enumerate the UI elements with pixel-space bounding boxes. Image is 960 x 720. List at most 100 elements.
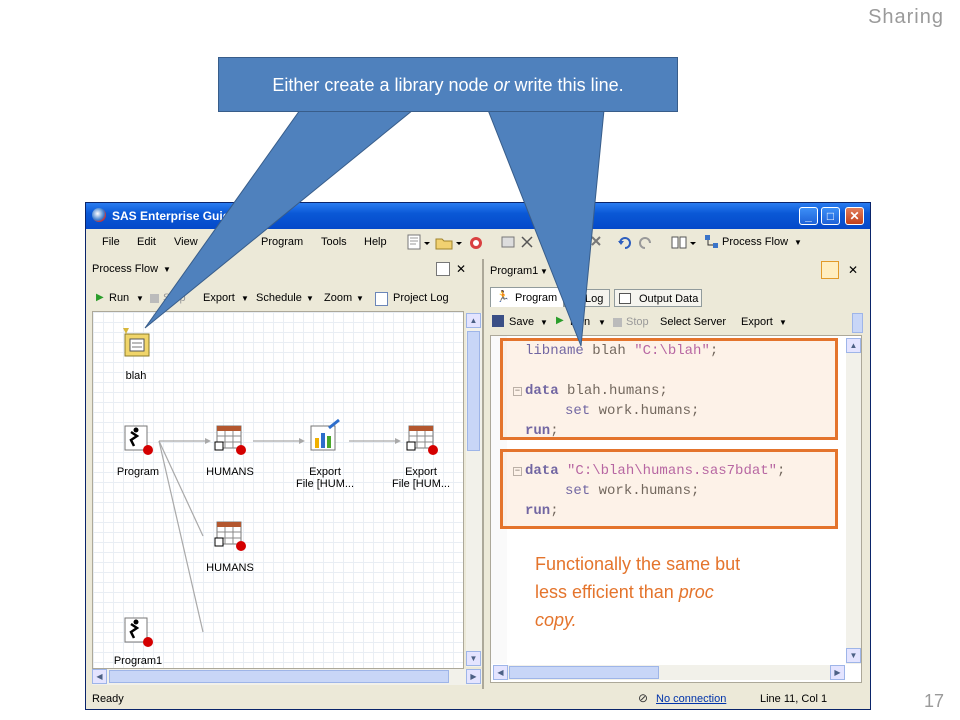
- select-server-button[interactable]: Select Server: [660, 316, 727, 328]
- humans-node-label: HUMANS: [206, 466, 254, 478]
- maximize-button[interactable]: □: [821, 207, 840, 225]
- process-flow-header: Process Flow ▼ ✕: [88, 259, 466, 281]
- export-file-icon[interactable]: [307, 418, 343, 456]
- export2-node-label-line1: Export: [405, 466, 437, 478]
- flow-connectors: [158, 438, 401, 633]
- menu-edit[interactable]: Edit: [137, 236, 156, 248]
- code-line-data1: data blah.humans;: [525, 383, 668, 399]
- scroll-right-icon[interactable]: ▶: [830, 665, 845, 680]
- code-editor[interactable]: libname blah "C:\blah"; − data blah.huma…: [490, 335, 862, 683]
- status-ready: Ready: [92, 693, 124, 705]
- export-button[interactable]: Export: [203, 292, 235, 304]
- chevron-down-icon[interactable]: ▼: [241, 294, 249, 303]
- collapse-icon[interactable]: −: [513, 386, 522, 396]
- export-button[interactable]: Export: [741, 316, 773, 328]
- pin-icon[interactable]: [436, 262, 450, 276]
- explanation-note: Functionally the same but less efficient…: [535, 550, 805, 634]
- export2-node-label-line2: File [HUM...: [391, 478, 451, 490]
- code-line-set1: set work.humans;: [565, 403, 700, 419]
- program-node-icon[interactable]: [121, 422, 155, 456]
- chevron-down-icon[interactable]: ▼: [163, 265, 171, 274]
- pin-icon[interactable]: [821, 261, 839, 279]
- chevron-down-icon[interactable]: ▼: [540, 318, 548, 327]
- save-icon: [492, 315, 504, 327]
- humans-table-icon[interactable]: [213, 422, 247, 456]
- process-flow-canvas[interactable]: blah Program HUMANS Export File [HUM... …: [92, 311, 464, 669]
- scroll-down-icon[interactable]: ▼: [466, 651, 481, 666]
- callout-text-em: or: [493, 75, 510, 95]
- tab-program-label: Program: [515, 292, 558, 304]
- scroll-left-icon[interactable]: ◀: [92, 669, 107, 684]
- program-pane-title[interactable]: Program1: [490, 265, 539, 277]
- chevron-down-icon[interactable]: ▼: [136, 294, 144, 303]
- tab-output-data[interactable]: Output Data: [614, 289, 702, 307]
- callout-box: Either create a library node or write th…: [218, 57, 678, 112]
- zoom-button[interactable]: Zoom: [324, 292, 353, 304]
- program-tab-icon: 🏃: [496, 291, 510, 303]
- run-icon[interactable]: ▶: [556, 315, 564, 326]
- menu-file[interactable]: File: [102, 236, 120, 248]
- menu-view[interactable]: View: [174, 236, 198, 248]
- project-log-button[interactable]: Project Log: [393, 292, 449, 304]
- humans-table-icon[interactable]: [213, 518, 247, 552]
- chevron-down-icon[interactable]: ▼: [356, 294, 364, 303]
- chevron-down-icon[interactable]: ▼: [794, 238, 802, 247]
- exported-table-icon[interactable]: [405, 422, 439, 456]
- tab-program[interactable]: 🏃 Program: [490, 287, 564, 307]
- close-button[interactable]: ✕: [845, 207, 864, 225]
- chevron-down-icon[interactable]: ▼: [306, 294, 314, 303]
- close-pane-icon[interactable]: ✕: [848, 263, 859, 277]
- scroll-left-icon[interactable]: ◀: [493, 665, 508, 680]
- code-line-run1: run;: [525, 423, 559, 439]
- note-line1: Functionally the same but: [535, 554, 741, 574]
- save-button[interactable]: Save: [509, 316, 535, 328]
- program-toolbar: Save ▼ ▶ Run ▼ Stop Select Server Export…: [490, 311, 863, 333]
- editor-vertical-scrollbar[interactable]: ▲ ▼: [846, 338, 861, 664]
- export-node-label-line1: Export: [309, 466, 341, 478]
- scroll-up-icon[interactable]: ▲: [466, 313, 481, 328]
- menu-program[interactable]: Program: [261, 236, 304, 248]
- stop-button[interactable]: Stop: [626, 316, 649, 328]
- toolbar-icons[interactable]: [406, 233, 606, 251]
- library-node-label: blah: [125, 370, 147, 382]
- connection-link[interactable]: No connection: [656, 693, 727, 705]
- left-horizontal-scrollbar[interactable]: ◀ ▶: [92, 669, 482, 685]
- code-line-libname: libname blah "C:\blah";: [525, 343, 719, 359]
- scroll-thumb[interactable]: [509, 666, 659, 679]
- run-icon[interactable]: ▶: [96, 292, 104, 303]
- minimize-button[interactable]: _: [799, 207, 818, 225]
- note-line3: copy.: [535, 610, 577, 630]
- libname-highlight-box: [500, 338, 838, 440]
- scroll-right-icon[interactable]: ▶: [466, 669, 481, 684]
- menu-help[interactable]: Help: [364, 236, 387, 248]
- program1-node-icon[interactable]: [121, 614, 155, 648]
- chevron-down-icon[interactable]: ▼: [598, 318, 606, 327]
- code-line-run2: run;: [525, 503, 559, 519]
- pane-splitter[interactable]: [482, 259, 484, 689]
- status-bar: Ready ⊘ No connection Line 11, Col 1: [86, 689, 870, 709]
- no-connection-icon: ⊘: [638, 691, 649, 705]
- chevron-down-icon[interactable]: ▼: [540, 267, 548, 276]
- scroll-thumb[interactable]: [109, 670, 449, 683]
- process-flow-tab[interactable]: Process Flow: [92, 263, 159, 275]
- chevron-down-icon[interactable]: ▼: [779, 318, 787, 327]
- editor-horizontal-scrollbar[interactable]: ◀ ▶: [493, 665, 845, 680]
- undo-redo-icons[interactable]: [616, 233, 716, 251]
- data-step-highlight-box: [500, 449, 838, 529]
- callout-text-after: write this line.: [509, 75, 624, 95]
- collapse-icon[interactable]: −: [513, 466, 522, 476]
- toolbar-overflow-icon[interactable]: [852, 313, 863, 333]
- program1-node-label: Program1: [113, 655, 163, 667]
- library-node-icon[interactable]: [119, 326, 153, 360]
- left-vertical-scrollbar[interactable]: ▲ ▼: [466, 313, 482, 667]
- close-pane-icon[interactable]: ✕: [456, 262, 467, 276]
- toolbar-process-flow[interactable]: Process Flow: [722, 236, 789, 248]
- scroll-up-icon[interactable]: ▲: [846, 338, 861, 353]
- scroll-thumb[interactable]: [467, 331, 480, 451]
- menu-tools[interactable]: Tools: [321, 236, 347, 248]
- run-button[interactable]: Run: [109, 292, 130, 304]
- schedule-button[interactable]: Schedule: [256, 292, 302, 304]
- scroll-down-icon[interactable]: ▼: [846, 648, 861, 663]
- tab-output-data-label: Output Data: [639, 293, 699, 305]
